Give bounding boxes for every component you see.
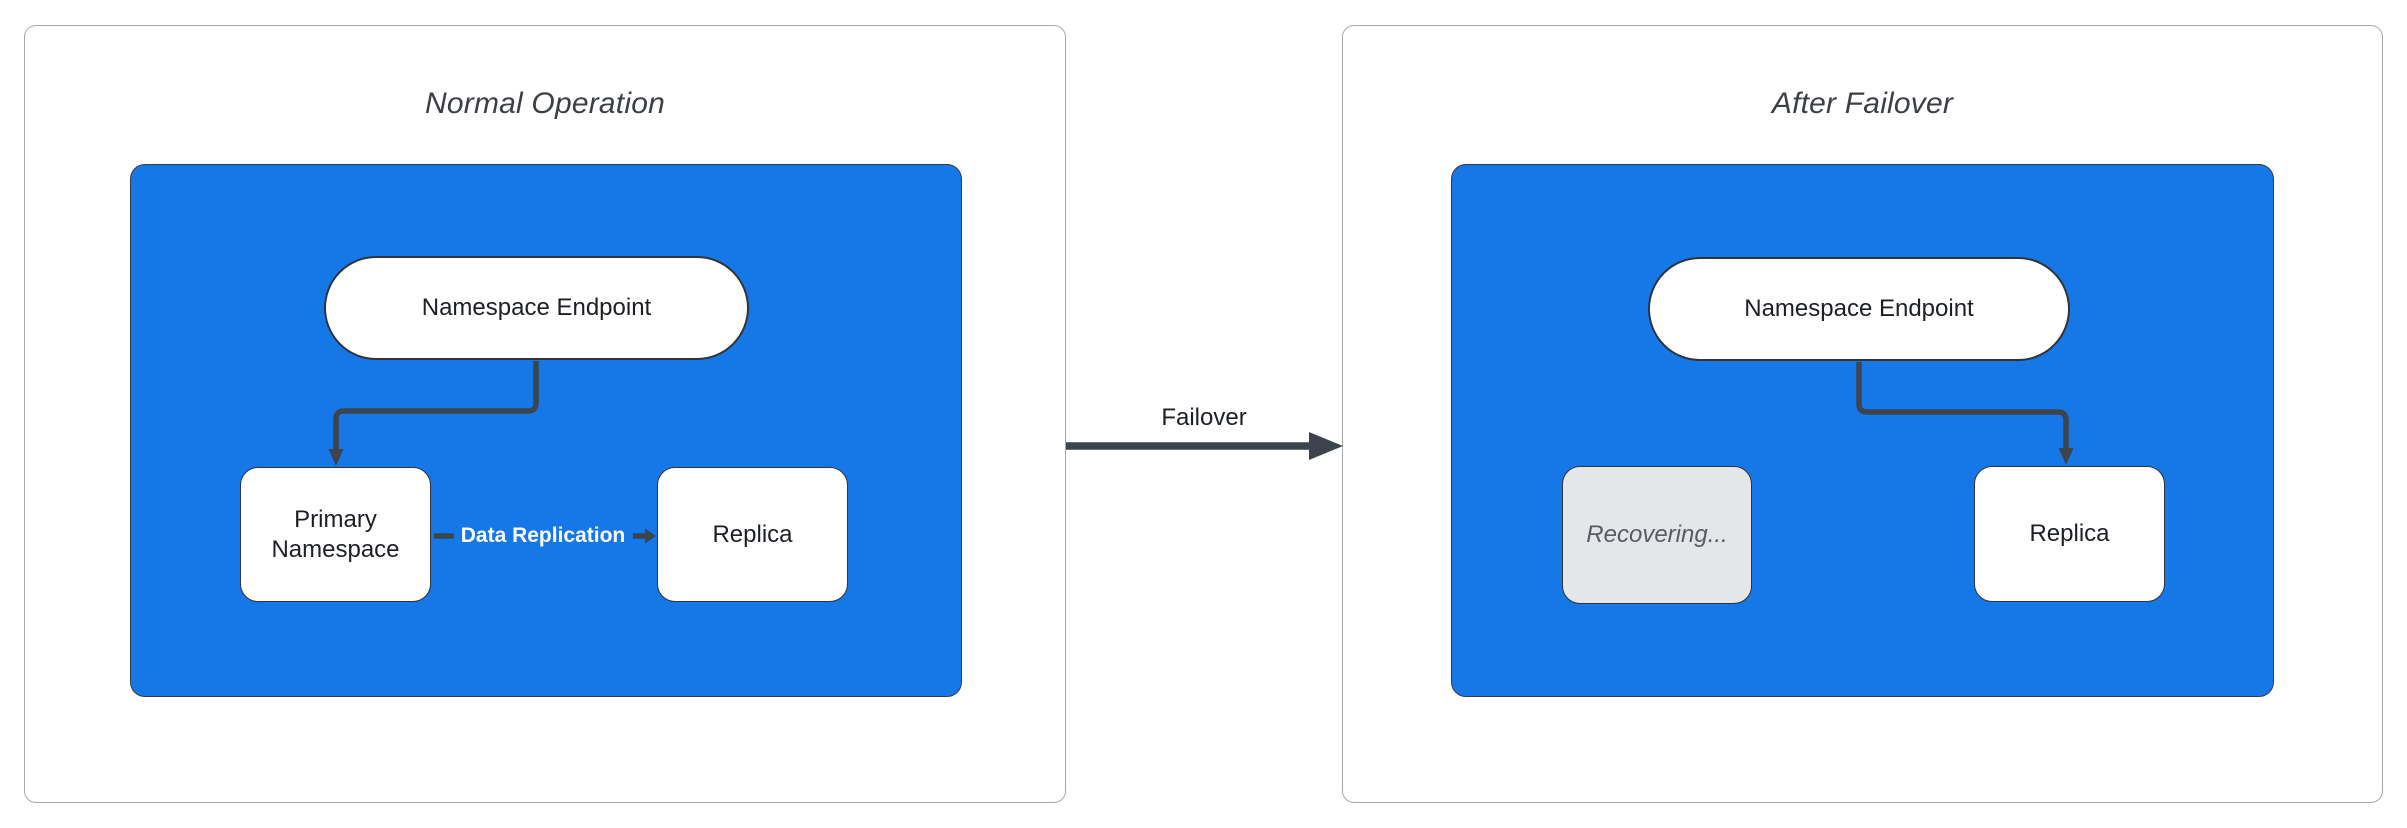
primary-namespace-node: Primary Namespace — [240, 467, 431, 602]
replica-node-right: Replica — [1974, 466, 2165, 602]
failover-label: Failover — [1157, 404, 1251, 432]
namespace-endpoint-node-right: Namespace Endpoint — [1648, 257, 2070, 361]
replica-label-left: Replica — [712, 520, 793, 548]
recovering-node: Recovering... — [1562, 466, 1752, 604]
namespace-endpoint-node-left: Namespace Endpoint — [324, 256, 749, 360]
failover-arrow — [1066, 432, 1343, 460]
primary-namespace-label: Primary Namespace — [271, 505, 400, 563]
panel-title-after-failover: After Failover — [1771, 87, 1954, 120]
recovering-label: Recovering... — [1586, 521, 1728, 548]
namespace-endpoint-label-left: Namespace Endpoint — [421, 294, 652, 321]
panel-title-normal-operation: Normal Operation — [425, 87, 665, 120]
replica-label-right: Replica — [2029, 520, 2110, 547]
data-replication-label: Data Replication — [453, 521, 633, 551]
namespace-container-left — [130, 164, 962, 697]
replica-node-left: Replica — [657, 467, 848, 602]
namespace-endpoint-label-right: Namespace Endpoint — [1744, 295, 1974, 322]
namespace-container-right — [1451, 164, 2274, 697]
